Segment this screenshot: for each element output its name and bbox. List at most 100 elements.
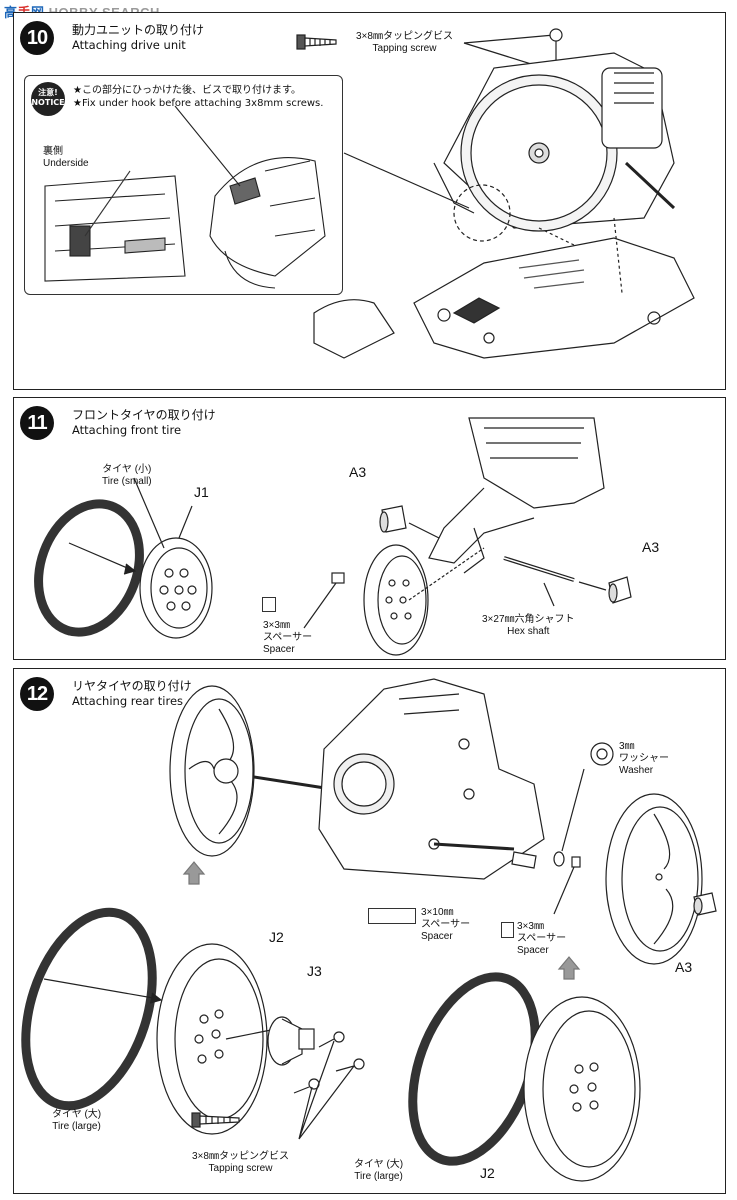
tapping-screw-label-jp: 3×8㎜タッピングビス — [356, 31, 453, 42]
step-10-panel: 10 動力ユニットの取り付け Attaching drive unit 3×8㎜… — [13, 12, 726, 390]
step-11-illustration — [34, 417, 632, 656]
tapping-screw-label: 3×8㎜タッピングビス Tapping screw — [356, 31, 453, 55]
notice-badge-en: NOTICE — [31, 98, 65, 107]
large-tire-left-label: タイヤ (大) Tire (large) — [52, 1109, 101, 1133]
spacer-label-jp: スペーサー — [263, 632, 313, 643]
front-chassis-drawing — [428, 417, 605, 574]
spacer-10mm-drawing — [511, 851, 537, 869]
hex-shaft-label-jp: 3×27㎜六角シャフト — [482, 614, 575, 625]
screw-top-icon — [549, 28, 563, 71]
small-tire-label: タイヤ (小) Tire (small) — [102, 464, 152, 488]
a3-cap-left-drawing — [379, 505, 407, 533]
tire-arrow — [68, 542, 133, 571]
part-a3-left-label: A3 — [349, 464, 367, 480]
chassis-drawing — [313, 217, 695, 359]
drive-unit-drawing — [433, 52, 676, 232]
step-number: 12 — [20, 677, 54, 711]
screw-icon — [293, 1078, 320, 1094]
large-tire-left-drawing — [21, 907, 157, 1111]
spacer-10mm-label-jp: スペーサー — [421, 919, 471, 930]
spacer-3mm-size-box — [501, 922, 514, 938]
rear-wheel-right-drawing — [605, 793, 703, 965]
wheel-j1-drawing — [139, 537, 213, 639]
spacer-3mm-label-size: 3×3㎜ — [517, 921, 544, 932]
step-title-en: Attaching drive unit — [72, 38, 186, 52]
spacer-3mm-label: 3×3㎜ スペーサー Spacer — [517, 921, 566, 957]
spacer-label-size: 3×3㎜ — [263, 620, 290, 631]
screw-icon — [335, 1058, 365, 1072]
large-tire-left-label-en: Tire (large) — [52, 1121, 101, 1132]
step-12-illustration — [21, 678, 717, 1182]
spacer-size-box — [262, 597, 276, 612]
notice-badge-jp: 注意! — [38, 88, 58, 97]
step-number: 11 — [20, 406, 54, 440]
small-tire-label-en: Tire (small) — [102, 476, 152, 487]
screw-icon — [318, 1031, 345, 1048]
step-number: 10 — [20, 21, 54, 55]
step-title: 動力ユニットの取り付け Attaching drive unit — [72, 23, 204, 53]
part-j2-right-label: J2 — [480, 1165, 495, 1181]
step-title-jp: 動力ユニットの取り付け — [72, 23, 205, 37]
hub-j3-drawing — [267, 1016, 315, 1066]
part-j1-label: J1 — [194, 484, 209, 500]
detail-leader — [343, 152, 470, 209]
tire-left-arrow — [43, 978, 160, 1000]
tapping-screw-label-en: Tapping screw — [208, 1163, 273, 1174]
rear-wheel-top-left-drawing — [169, 685, 255, 857]
hex-shaft-label-en: Hex shaft — [507, 626, 550, 637]
step-title-jp: フロントタイヤの取り付け — [72, 408, 216, 422]
spacer-3mm-label-jp: スペーサー — [517, 933, 567, 944]
wheel-front-mounted-drawing — [363, 544, 429, 656]
large-tire-right-label: タイヤ (大) Tire (large) — [354, 1159, 403, 1183]
part-a3-label: A3 — [675, 959, 693, 975]
spacer-10mm-label: 3×10㎜ スペーサー Spacer — [421, 907, 470, 943]
small-tire-label-jp: タイヤ (小) — [102, 464, 152, 475]
arrow-up-left-icon — [182, 861, 206, 885]
underside-label-jp: 裏側 — [43, 146, 63, 157]
spacer-3mm-label-en: Spacer — [517, 945, 549, 956]
step-12-panel: 12 リヤタイヤの取り付け Attaching rear tires 3㎜ ワッ… — [13, 668, 726, 1194]
underside-label: 裏側 Underside — [43, 146, 89, 170]
washer-label-en: Washer — [619, 765, 654, 776]
notice-text-en: ★Fix under hook before attaching 3x8mm s… — [73, 98, 324, 109]
notice-badge: 注意! NOTICE — [31, 82, 65, 116]
step-title-en: Attaching rear tires — [72, 694, 184, 708]
tapping-screw-label-en: Tapping screw — [372, 43, 437, 54]
tapping-screw-label-jp: 3×8㎜タッピングビス — [192, 1151, 289, 1162]
spacer-drawing — [331, 572, 345, 584]
large-tire-right-label-en: Tire (large) — [354, 1171, 403, 1182]
notice-text-jp: ★この部分にひっかけた後、ビスで取り付けます。 — [73, 85, 301, 96]
step-title: フロントタイヤの取り付け Attaching front tire — [72, 408, 216, 438]
notice-text: ★この部分にひっかけた後、ビスで取り付けます。 ★Fix under hook … — [73, 84, 323, 110]
washer-small-drawing — [553, 851, 565, 867]
step-title-jp: リヤタイヤの取り付け — [72, 679, 192, 693]
spacer-10mm-size-box — [368, 908, 416, 924]
step-title-en: Attaching front tire — [72, 423, 182, 437]
notice-box: 注意! NOTICE ★この部分にひっかけた後、ビスで取り付けます。 ★Fix … — [24, 75, 343, 295]
small-tire-drawing — [34, 499, 144, 637]
spacer-label: 3×3㎜ スペーサー Spacer — [263, 620, 312, 656]
washer-label-size: 3㎜ — [619, 741, 635, 752]
a3-cap-right-drawing — [608, 576, 632, 604]
spacer-3mm-drawing — [571, 856, 581, 868]
hex-shaft-label: 3×27㎜六角シャフト Hex shaft — [482, 614, 575, 638]
detail-circle — [453, 184, 511, 242]
washer-label-jp: ワッシャー — [619, 753, 669, 764]
step-title: リヤタイヤの取り付け Attaching rear tires — [72, 679, 192, 709]
rear-gearbox-drawing — [318, 678, 545, 880]
washer-label: 3㎜ ワッシャー Washer — [619, 741, 669, 777]
tapping-screw-label: 3×8㎜タッピングビス Tapping screw — [192, 1151, 289, 1175]
notice-illustration — [44, 105, 326, 289]
part-j2-left-label: J2 — [269, 929, 284, 945]
spacer-label-en: Spacer — [263, 644, 295, 655]
wheel-j2-right-drawing — [523, 996, 641, 1182]
washer-drawing — [590, 742, 614, 766]
step-11-panel: 11 フロントタイヤの取り付け Attaching front tire タイヤ… — [13, 397, 726, 660]
spacer-10mm-label-size: 3×10㎜ — [421, 907, 454, 918]
wheel-j2-left-drawing — [156, 943, 268, 1135]
part-a3-right-label: A3 — [642, 539, 660, 555]
arrow-up-right-icon — [557, 956, 581, 980]
a3-cap-drawing — [693, 892, 717, 916]
spacer-10mm-label-en: Spacer — [421, 931, 453, 942]
hex-shaft-drawing — [503, 556, 575, 582]
